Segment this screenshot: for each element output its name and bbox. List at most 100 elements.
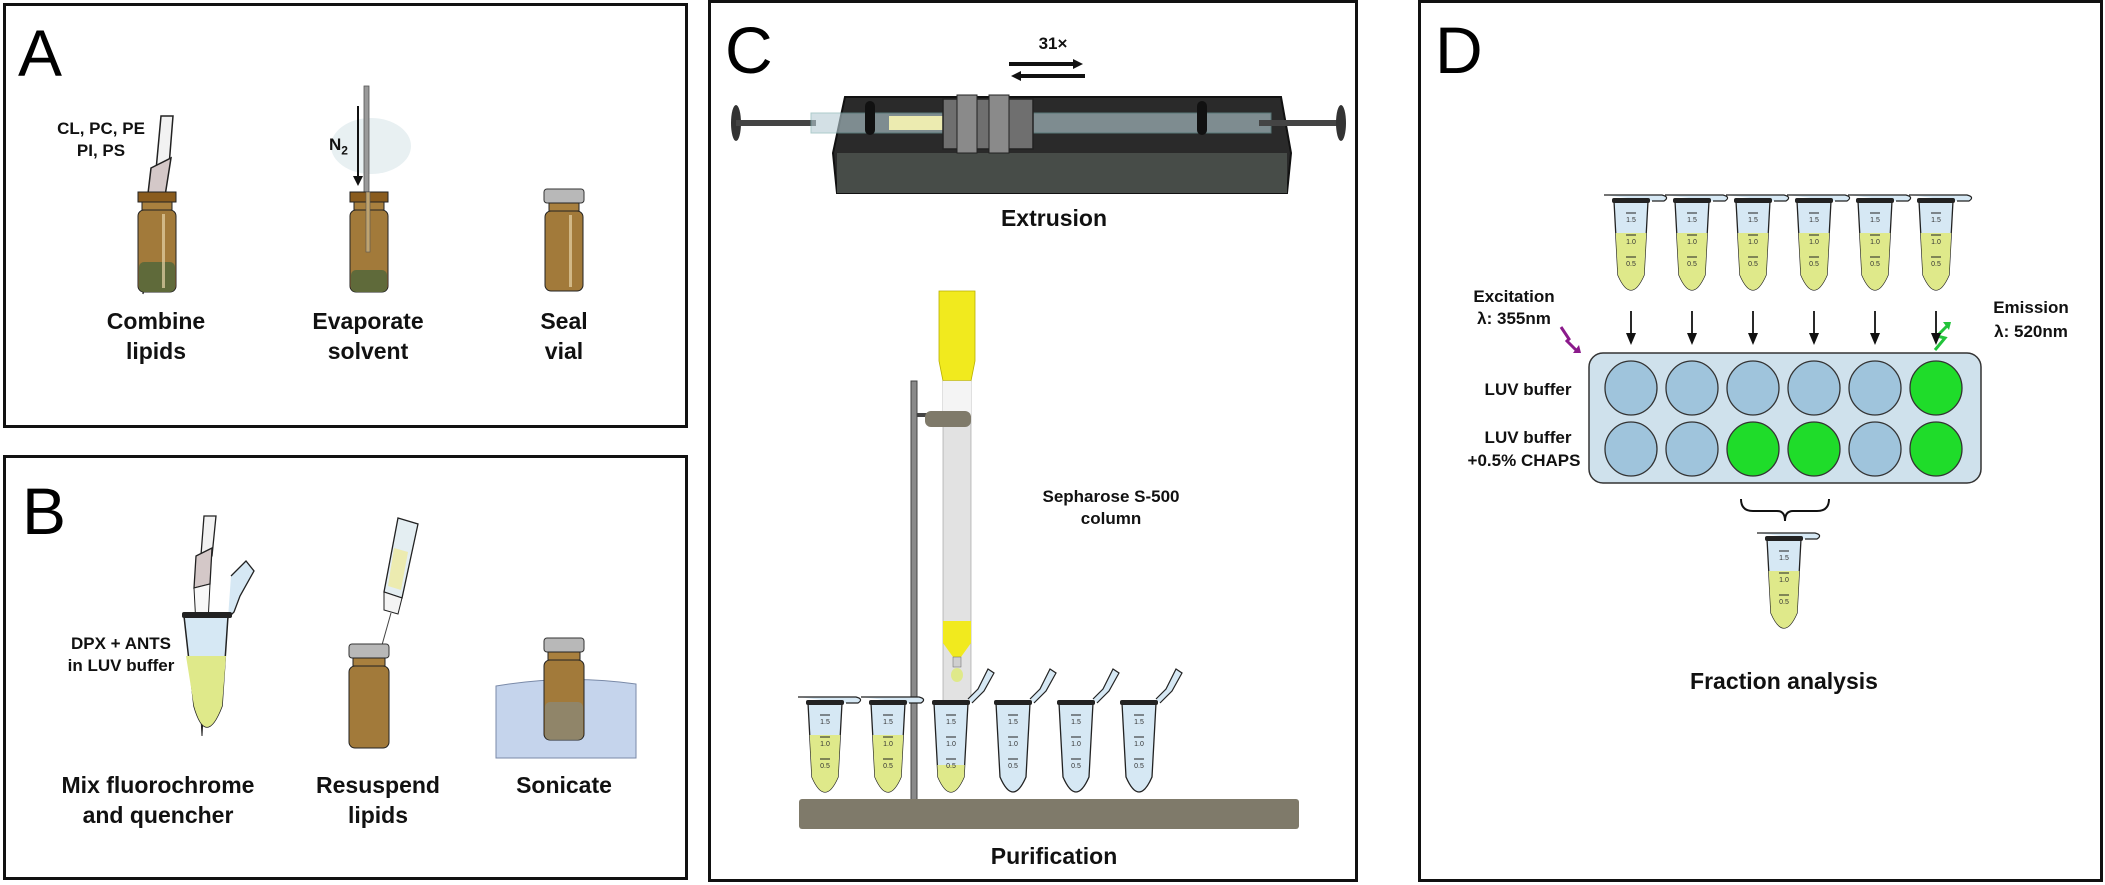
collection-tube-6: 1.5 1.0 0.5 (1120, 668, 1183, 793)
step-caption-resuspend: Resuspend lipids (316, 770, 440, 830)
emission-label: Emission (1993, 298, 2069, 317)
tube-mark: 1.0 (1779, 577, 1789, 584)
down-arrow-icon (1809, 311, 1819, 345)
well-r1-c5-blue (1848, 360, 1902, 416)
panel-letter-c: C (725, 13, 773, 87)
tube-mark: 1.0 (1870, 239, 1880, 246)
well-r1-c2-blue (1665, 360, 1719, 416)
tube-mark: 0.5 (883, 763, 893, 770)
well-r1-c3-blue (1726, 360, 1780, 416)
caption-line: Sonicate (516, 772, 612, 798)
pooling-brace-icon (1740, 498, 1830, 522)
tube-mark: 1.5 (946, 719, 956, 726)
reagent-label-line2: in LUV buffer (67, 656, 175, 675)
vial-combine (137, 191, 177, 293)
pipette-and-tube (182, 515, 255, 737)
row-label-luv-buffer: LUV buffer (1484, 380, 1572, 399)
emission-lightning-icon (1933, 322, 1951, 351)
collection-tube-1: 1.5 1.0 0.5 (798, 696, 862, 793)
tube-mark: 1.0 (1748, 239, 1758, 246)
tube-mark: 1.0 (1687, 239, 1697, 246)
tube-mark: 1.5 (1687, 217, 1697, 224)
tube-mark: 1.0 (946, 741, 956, 748)
down-arrow-icon (1870, 311, 1880, 345)
extrusion-caption: Extrusion (1000, 205, 1108, 231)
fraction-tube-4: 1.5 1.0 0.5 (1787, 194, 1851, 291)
tube-mark: 1.0 (820, 741, 830, 748)
lipids-label-line2: PI, PS (76, 141, 126, 160)
tube-mark: 0.5 (1870, 261, 1880, 268)
chromatography-column (910, 290, 976, 804)
excitation-wavelength: λ: 355nm (1477, 309, 1551, 328)
collection-tube-5: 1.51.00.5 (1057, 668, 1120, 793)
excitation-lightning-icon (1559, 326, 1581, 353)
tube-mark: 0.5 (1748, 261, 1758, 268)
down-arrow-icon (1687, 311, 1697, 345)
tube-mark: 0.5 (1809, 261, 1819, 268)
vial-evaporate (349, 191, 389, 293)
panel-c: C 31× Extrusion Sepharose S-500 column 1… (708, 0, 1358, 882)
tube-mark: 1.5 (883, 719, 893, 726)
step-caption-combine: Combine lipids (107, 306, 205, 366)
extrusion-count: 31× (1038, 34, 1068, 53)
well-r1-c4-blue (1787, 360, 1841, 416)
tube-mark: 0.5 (820, 763, 830, 770)
down-arrow-icon (1626, 311, 1636, 345)
down-arrow-icon (1931, 311, 1941, 345)
well-r2-c5-blue (1848, 421, 1902, 477)
tube-mark: 1.5 (1870, 217, 1880, 224)
tube-mark: 0.5 (1134, 763, 1144, 770)
tube-mark: 1.0 (1071, 741, 1081, 748)
tube-mark: 1.5 (1809, 217, 1819, 224)
collection-tube-4: 1.51.00.5 (994, 668, 1057, 793)
caption-line: Evaporate (312, 308, 424, 334)
caption-line: Mix fluorochrome (61, 772, 255, 798)
well-r2-c3-green (1726, 421, 1780, 477)
step-caption-mix: Mix fluorochrome and quencher (62, 770, 255, 830)
emission-wavelength: λ: 520nm (1994, 322, 2068, 341)
tube-mark: 1.0 (1134, 741, 1144, 748)
row-label-chaps-line2: +0.5% CHAPS (1467, 451, 1581, 470)
caption-line: solvent (327, 338, 409, 364)
tube-mark: 1.0 (1626, 239, 1636, 246)
down-arrow-icon (1748, 311, 1758, 345)
transfer-arrows (1626, 311, 1941, 345)
fraction-tube-5: 1.5 1.0 0.5 (1848, 194, 1912, 291)
tube-mark: 0.5 (1687, 261, 1697, 268)
well-r2-c2-blue (1665, 421, 1719, 477)
well-r2-c6-green (1909, 421, 1963, 477)
column-label-line1: Sepharose S-500 (1042, 487, 1180, 506)
tube-mark: 0.5 (1008, 763, 1018, 770)
caption-line: Seal (540, 308, 588, 334)
caption-line: vial (544, 338, 584, 364)
caption-line: Combine (106, 308, 206, 334)
well-r1-c1-blue (1604, 360, 1658, 416)
tube-mark: 1.0 (1931, 239, 1941, 246)
tube-mark: 1.5 (1779, 555, 1789, 562)
tube-mark: 1.5 (1008, 719, 1018, 726)
fraction-analysis-caption: Fraction analysis (1690, 668, 1878, 694)
gas-label: N2 (329, 134, 348, 161)
tube-mark: 1.5 (1626, 217, 1636, 224)
tube-mark: 0.5 (1931, 261, 1941, 268)
tube-mark: 0.5 (946, 763, 956, 770)
tube-rack (799, 799, 1299, 829)
panel-b: B DPX + ANTS in LUV buffer Mix fluorochr… (3, 455, 688, 880)
tube-mark: 1.5 (820, 719, 830, 726)
tube-mark: 0.5 (1071, 763, 1081, 770)
collection-tube-2: 1.51.00.5 (861, 696, 925, 793)
collection-tube-3: 1.5 1.0 0.5 (932, 668, 995, 793)
step-caption-evaporate: Evaporate solvent (312, 306, 423, 366)
lipids-label-line1: CL, PC, PE (57, 119, 145, 138)
vial-sealed (543, 188, 585, 292)
panel-letter-b: B (22, 474, 67, 548)
tube-mark: 1.0 (1809, 239, 1819, 246)
well-r2-c4-green (1787, 421, 1841, 477)
panel-letter-d: D (1435, 13, 1483, 87)
tube-mark: 1.5 (1134, 719, 1144, 726)
purification-caption: Purification (990, 843, 1118, 869)
row-label-chaps-line1: LUV buffer (1484, 428, 1572, 447)
back-and-forth-arrows-icon (1009, 59, 1085, 81)
caption-line: and quencher (82, 802, 234, 828)
